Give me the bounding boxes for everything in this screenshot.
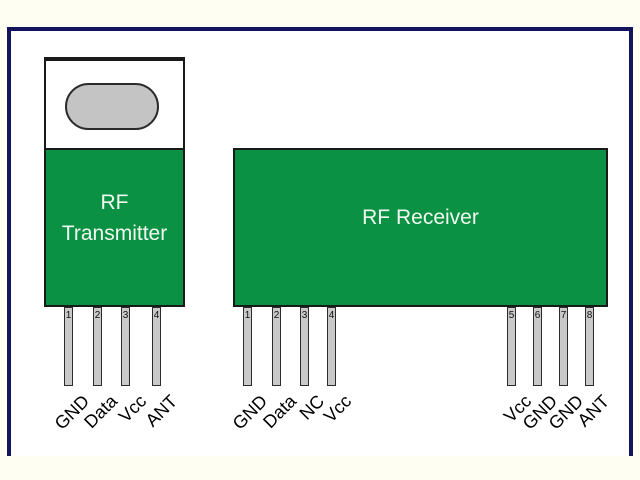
- receiver-pin-5: 5: [507, 307, 516, 386]
- receiver-pin-4: 4: [327, 307, 336, 386]
- transmitter-pin-1: 1: [64, 307, 73, 386]
- pin-number: 3: [301, 310, 308, 321]
- pin-number: 4: [153, 310, 160, 321]
- pin-number: 2: [273, 310, 280, 321]
- transmitter-pin-2: 2: [93, 307, 102, 386]
- pin-number: 4: [328, 310, 335, 321]
- receiver-pin-3: 3: [300, 307, 309, 386]
- receiver-pin-7: 7: [559, 307, 568, 386]
- pin-number: 5: [508, 310, 515, 321]
- transmitter-pin-3: 3: [121, 307, 130, 386]
- pin-number: 8: [586, 310, 593, 321]
- transmitter-mount-tab: [44, 57, 185, 148]
- transmitter-pin-4: 4: [152, 307, 161, 386]
- receiver-title: RF Receiver: [362, 206, 479, 229]
- transmitter-title-line1: RF: [100, 190, 129, 214]
- pin-number: 7: [560, 310, 567, 321]
- pin-number: 1: [244, 310, 251, 321]
- pin-number: 1: [65, 310, 72, 321]
- pin-number: 3: [122, 310, 129, 321]
- transmitter-antenna-slot: [65, 83, 159, 130]
- pin-number: 6: [534, 310, 541, 321]
- transmitter-title-line2: Transmitter: [61, 221, 168, 245]
- receiver-pin-1: 1: [243, 307, 252, 386]
- rf-transmitter-module: RF Transmitter: [44, 148, 185, 307]
- rf-receiver-module: RF Receiver: [233, 148, 608, 307]
- pin-number: 2: [94, 310, 101, 321]
- receiver-pin-6: 6: [533, 307, 542, 386]
- receiver-pin-8: 8: [585, 307, 594, 386]
- receiver-pin-2: 2: [272, 307, 281, 386]
